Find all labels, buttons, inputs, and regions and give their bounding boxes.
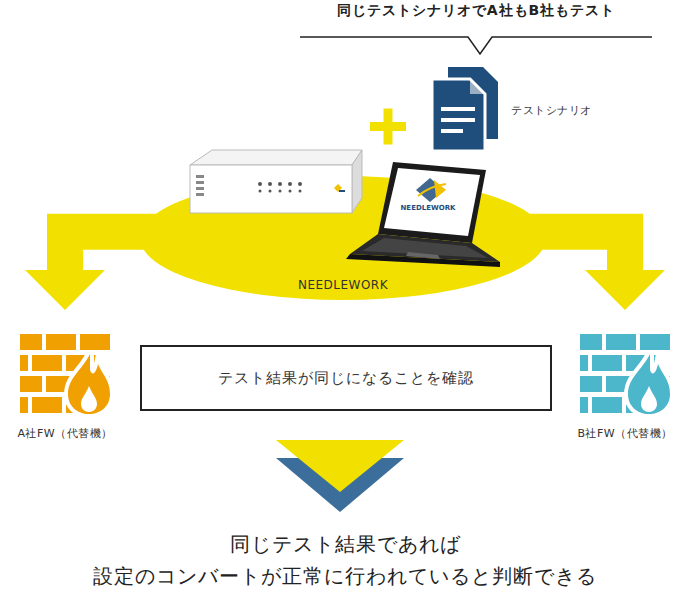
firewall-icon [580, 334, 670, 414]
node-label: テストシナリオ [511, 103, 592, 118]
appliance-device [190, 150, 362, 213]
node-label: B社FW（代替機） [577, 426, 672, 441]
logo-mark [416, 178, 446, 202]
firewall-icon [20, 334, 110, 414]
tool-ellipse: NEEDLEWORK [140, 176, 546, 300]
callout-text: 同じテストシナリオでA社もB社もテスト [300, 2, 652, 20]
callout-line [300, 37, 652, 54]
document-node: テストシナリオ [428, 66, 608, 154]
document-icon [428, 67, 503, 153]
node-label: A社FW（代替機） [17, 426, 112, 441]
arrow-head [25, 270, 105, 310]
arrow-head [585, 270, 665, 310]
plus-sign [370, 109, 406, 145]
firewall-node: B社FW（代替機） [570, 312, 680, 457]
box-text: テスト結果が同じになることを確認 [218, 369, 474, 388]
firewall-node: A社FW（代替機） [10, 312, 120, 457]
node-label: NEEDLEWORK [298, 278, 388, 292]
process-box: テスト結果が同じになることを確認 [140, 345, 552, 411]
caption-text: 同じテスト結果であれば 設定のコンバートが正常に行われていると判断できる [45, 528, 645, 592]
screen-logo-text: NEEDLEWORK [386, 204, 470, 212]
down-chevron [276, 440, 404, 512]
